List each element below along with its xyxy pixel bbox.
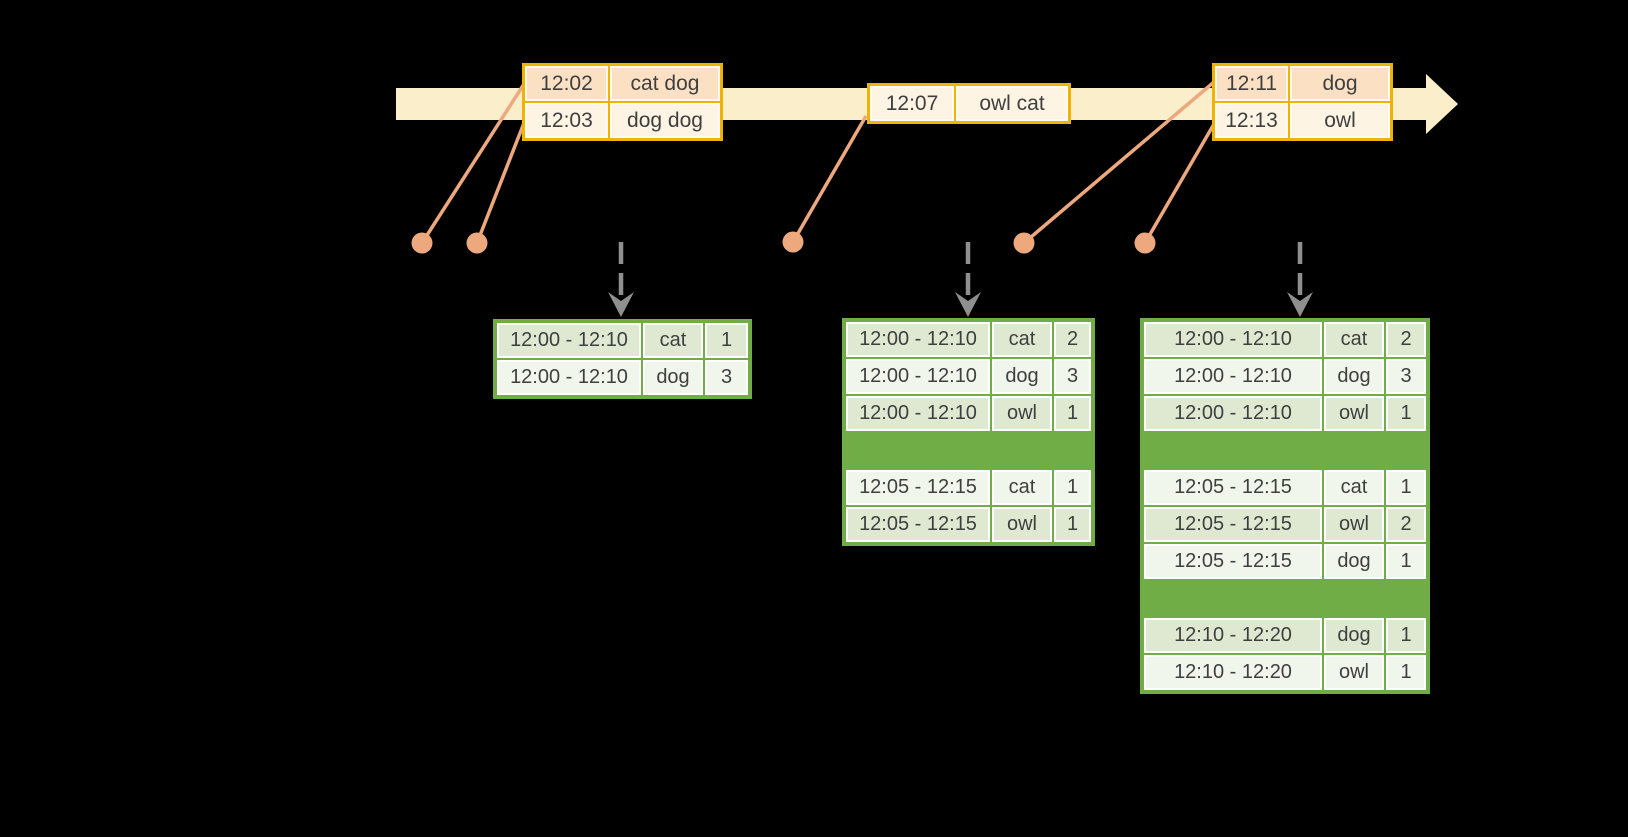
result-window-cell: 12:00 - 12:10	[497, 323, 641, 358]
event-words-cell: owl cat	[956, 86, 1068, 121]
event-point-dot	[411, 232, 433, 254]
event-point-dot	[782, 231, 804, 253]
event-point-dot	[1134, 232, 1156, 254]
result-count-cell: 1	[1054, 396, 1091, 431]
result-count-cell: 1	[1386, 655, 1426, 690]
result-window-cell: 12:05 - 12:15	[1144, 507, 1322, 542]
event-words-cell: owl	[1290, 103, 1390, 138]
result-count-cell: 1	[705, 323, 748, 358]
result-window-cell: 12:05 - 12:15	[1144, 470, 1322, 505]
event-point-dot	[1013, 232, 1035, 254]
event-connector-line	[1143, 123, 1216, 244]
trigger-arrowhead	[1287, 292, 1313, 317]
result-count-cell: 3	[1054, 359, 1091, 394]
result-word-cell: cat	[1324, 322, 1384, 357]
event-words-cell: dog	[1290, 66, 1390, 101]
result-count-cell: 1	[1386, 544, 1426, 579]
result-count-cell: 1	[1386, 470, 1426, 505]
window-group-separator	[1144, 581, 1426, 584]
result-window-cell: 12:00 - 12:10	[1144, 396, 1322, 431]
trigger-arrow	[608, 242, 634, 317]
result-count-cell: 1	[1054, 507, 1091, 542]
result-count-cell: 1	[1054, 470, 1091, 505]
event-words-cell: cat dog	[610, 66, 720, 101]
event-time-cell: 12:13	[1215, 103, 1288, 138]
result-window-cell: 12:00 - 12:10	[846, 322, 990, 357]
result-window-cell: 12:05 - 12:15	[846, 470, 990, 505]
event-connector-line	[791, 115, 868, 243]
result-word-cell: owl	[1324, 507, 1384, 542]
result-word-cell: dog	[1324, 544, 1384, 579]
result-count-cell: 1	[1386, 618, 1426, 653]
result-count-cell: 2	[1386, 507, 1426, 542]
event-time-cell: 12:07	[870, 86, 954, 121]
result-window-cell: 12:00 - 12:10	[497, 360, 641, 395]
result-word-cell: dog	[1324, 618, 1384, 653]
result-word-cell: dog	[643, 360, 703, 395]
result-word-cell: cat	[643, 323, 703, 358]
result-word-cell: dog	[1324, 359, 1384, 394]
result-word-cell: cat	[1324, 470, 1384, 505]
result-count-cell: 3	[705, 360, 748, 395]
result-word-cell: owl	[1324, 655, 1384, 690]
result-window-cell: 12:00 - 12:10	[1144, 359, 1322, 394]
window-group-separator	[1144, 433, 1426, 436]
result-word-cell: owl	[1324, 396, 1384, 431]
result-word-cell: cat	[992, 470, 1052, 505]
result-window-cell: 12:05 - 12:15	[846, 507, 990, 542]
trigger-arrowhead	[608, 292, 634, 317]
result-window-cell: 12:00 - 12:10	[846, 396, 990, 431]
result-count-cell: 1	[1386, 396, 1426, 431]
result-window-cell: 12:00 - 12:10	[846, 359, 990, 394]
trigger-arrowhead	[955, 292, 981, 317]
event-connector-line	[475, 122, 526, 244]
result-word-cell: owl	[992, 396, 1052, 431]
result-word-cell: owl	[992, 507, 1052, 542]
timeline-arrowhead	[1426, 74, 1458, 134]
event-words-cell: dog dog	[610, 103, 720, 138]
event-connector-line	[1022, 80, 1216, 245]
trigger-arrow	[1287, 242, 1313, 317]
event-point-dots	[411, 231, 1156, 254]
event-time-cell: 12:02	[525, 66, 608, 101]
trigger-arrow	[955, 242, 981, 317]
result-count-cell: 3	[1386, 359, 1426, 394]
window-group-separator	[846, 433, 1091, 436]
event-point-dot	[466, 232, 488, 254]
result-window-cell: 12:10 - 12:20	[1144, 655, 1322, 690]
result-window-cell: 12:00 - 12:10	[1144, 322, 1322, 357]
result-word-cell: dog	[992, 359, 1052, 394]
event-connector-lines	[420, 80, 1216, 245]
result-count-cell: 2	[1386, 322, 1426, 357]
result-word-cell: cat	[992, 322, 1052, 357]
result-count-cell: 2	[1054, 322, 1091, 357]
result-window-cell: 12:05 - 12:15	[1144, 544, 1322, 579]
event-connector-line	[420, 83, 526, 244]
trigger-arrows	[608, 242, 1313, 317]
event-time-cell: 12:11	[1215, 66, 1288, 101]
result-window-cell: 12:10 - 12:20	[1144, 618, 1322, 653]
event-time-cell: 12:03	[525, 103, 608, 138]
